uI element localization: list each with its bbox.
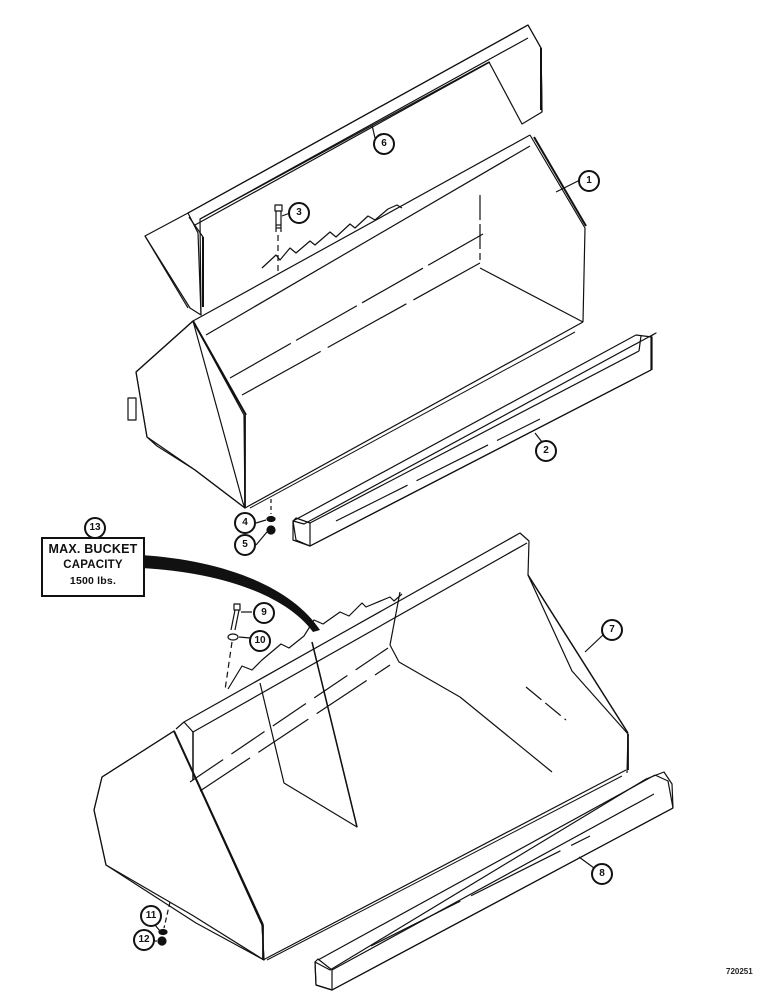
callout-4: 4 — [234, 512, 256, 534]
callout-8: 8 — [591, 863, 613, 885]
callout-11: 11 — [140, 905, 162, 927]
decal-pointer-curve — [141, 555, 320, 632]
callout-5: 5 — [234, 534, 256, 556]
callout-6: 6 — [373, 133, 395, 155]
callout-2: 2 — [535, 440, 557, 462]
callout-3: 3 — [288, 202, 310, 224]
part-8-lower-edge-bar — [314, 771, 674, 991]
callout-12: 12 — [133, 929, 155, 951]
callout-13: 13 — [84, 517, 106, 539]
figure-id: 720251 — [726, 967, 753, 976]
decal-line-1: MAX. BUCKET — [48, 542, 138, 556]
decal-line-3: 1500 lbs. — [69, 575, 117, 587]
part-7-lower-bucket — [93, 532, 629, 961]
callout-9: 9 — [253, 602, 275, 624]
callout-1: 1 — [578, 170, 600, 192]
fasteners-9-10 — [224, 603, 252, 691]
callout-10: 10 — [249, 630, 271, 652]
callout-7: 7 — [601, 619, 623, 641]
decal-line-2: CAPACITY — [63, 559, 123, 571]
fasteners-11-12 — [151, 901, 171, 946]
part-2-upper-edge-bar — [292, 332, 657, 547]
capacity-decal: MAX. BUCKET CAPACITY 1500 lbs. — [41, 537, 145, 597]
fasteners-4-5 — [255, 499, 276, 546]
part-6-top-plate — [144, 24, 543, 316]
part-1-upper-bucket — [127, 134, 587, 509]
